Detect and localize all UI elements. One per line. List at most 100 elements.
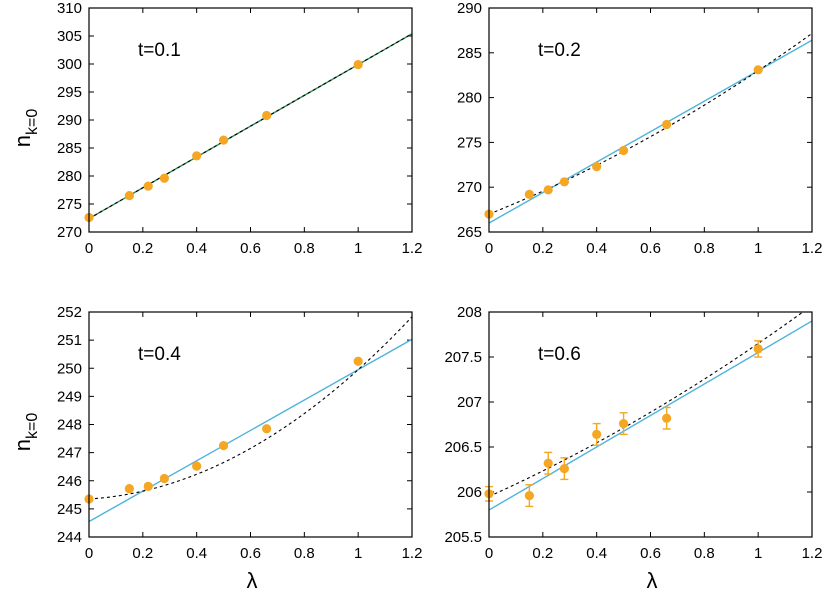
y-tick-label: 275 xyxy=(457,134,482,151)
y-tick-label: 248 xyxy=(57,417,82,434)
y-tick-label: 247 xyxy=(57,445,82,462)
y-axis-label-main: n xyxy=(10,439,35,451)
y-tick-label: 245 xyxy=(57,501,82,518)
data-point xyxy=(559,464,569,474)
x-tick-label: 0.2 xyxy=(532,545,553,562)
panel-title: t=0.2 xyxy=(538,40,581,61)
x-tick-label: 1 xyxy=(354,240,362,257)
data-point xyxy=(143,181,153,191)
y-tick-label: 300 xyxy=(57,56,82,73)
panel-title: t=0.1 xyxy=(138,40,181,61)
quadratic-fit-line xyxy=(89,316,412,500)
data-point xyxy=(592,161,602,172)
x-tick-label: 1.2 xyxy=(802,240,823,257)
data-point xyxy=(618,419,629,429)
data-point xyxy=(618,145,629,156)
data-point xyxy=(192,151,202,161)
y-axis-label-sub: k=0 xyxy=(24,413,41,439)
data-point xyxy=(662,119,672,130)
y-tick-label: 265 xyxy=(457,224,482,241)
x-tick-label: 1.2 xyxy=(402,545,423,562)
y-axis-label-main: n xyxy=(10,135,35,147)
plot-frame xyxy=(88,7,413,233)
data-point xyxy=(159,173,169,183)
data-point xyxy=(218,440,229,451)
y-axis-label-sub: k=0 xyxy=(24,109,41,135)
data-point xyxy=(143,481,153,491)
data-point xyxy=(543,185,553,195)
x-tick-label: 0.4 xyxy=(586,545,607,562)
y-tick-label: 270 xyxy=(457,179,482,196)
data-point xyxy=(353,356,363,366)
x-tick-label: 0.4 xyxy=(186,240,207,257)
data-point xyxy=(753,65,763,75)
data-point xyxy=(124,191,134,201)
plot-frame xyxy=(88,311,413,538)
y-tick-label: 252 xyxy=(57,304,82,321)
panel-2: 0 0.2 0.4 0.6 0.8 1 1.2 265 270 275 280 285 290 t=0.2 xyxy=(457,0,822,257)
y-tick-label: 280 xyxy=(57,168,82,185)
x-tick-label: 0.8 xyxy=(294,240,315,257)
y-tick-label: 285 xyxy=(57,140,82,157)
x-tick-label: 1 xyxy=(354,545,362,562)
quadratic-fit-line xyxy=(489,312,804,498)
y-tick-label: 310 xyxy=(57,0,82,17)
data-point xyxy=(262,110,272,121)
data-point xyxy=(662,413,672,423)
linear-fit-line xyxy=(89,338,412,523)
x-tick-label: 0.2 xyxy=(532,240,553,257)
panel-3: 0 0.2 0.4 0.6 0.8 1 1.2 244 245 246 247 248 249 250 25… xyxy=(57,304,422,562)
y-tick-label: 251 xyxy=(57,332,82,349)
y-tick-label: 275 xyxy=(57,196,82,213)
data-point xyxy=(592,429,602,439)
y-tick-label: 246 xyxy=(57,473,82,490)
x-tick-label: 0.6 xyxy=(240,240,261,257)
data-point xyxy=(262,424,272,434)
y-tick-label: 290 xyxy=(457,0,482,17)
y-tick-label: 285 xyxy=(457,45,482,62)
x-tick-label: 0.8 xyxy=(294,545,315,562)
x-tick-label: 1 xyxy=(754,240,762,257)
x-tick-label: 0.6 xyxy=(640,545,661,562)
x-tick-label: 0.6 xyxy=(640,240,661,257)
data-point xyxy=(353,59,363,70)
x-tick-label: 0.4 xyxy=(186,545,207,562)
y-tick-label: 207 xyxy=(457,394,482,411)
y-tick-label: 249 xyxy=(57,388,82,405)
y-tick-label: 206.5 xyxy=(444,439,482,456)
data-point xyxy=(753,344,763,354)
y-tick-label: 305 xyxy=(57,28,82,45)
y-tick-label: 206 xyxy=(457,484,482,501)
data-point xyxy=(559,177,569,187)
linear-fit-line xyxy=(489,39,812,224)
x-axis-label: λ xyxy=(647,568,658,593)
y-tick-label: 295 xyxy=(57,84,82,101)
x-tick-label: 0.2 xyxy=(132,240,153,257)
data-point xyxy=(124,484,134,494)
data-point xyxy=(543,458,553,468)
data-point xyxy=(159,473,169,484)
y-tick-label: 250 xyxy=(57,360,82,377)
y-tick-label: 290 xyxy=(57,112,82,129)
x-tick-label: 0.2 xyxy=(132,545,153,562)
y-axis-label: nk=0 xyxy=(10,109,41,148)
x-tick-label: 0 xyxy=(85,545,93,562)
panel-title: t=0.4 xyxy=(138,344,181,365)
x-tick-label: 1 xyxy=(754,545,762,562)
x-tick-label: 1.2 xyxy=(402,240,423,257)
y-tick-label: 205.5 xyxy=(444,529,482,546)
x-tick-label: 0.6 xyxy=(240,545,261,562)
plot-frame xyxy=(488,311,813,538)
y-tick-label: 280 xyxy=(457,90,482,107)
data-point xyxy=(524,189,534,199)
y-tick-label: 244 xyxy=(57,529,82,546)
quadratic-fit-line xyxy=(89,33,412,220)
data-point xyxy=(192,461,202,471)
x-tick-label: 0 xyxy=(485,240,493,257)
plot-frame xyxy=(488,7,813,233)
x-tick-label: 0.4 xyxy=(586,240,607,257)
x-tick-label: 0.8 xyxy=(694,240,715,257)
